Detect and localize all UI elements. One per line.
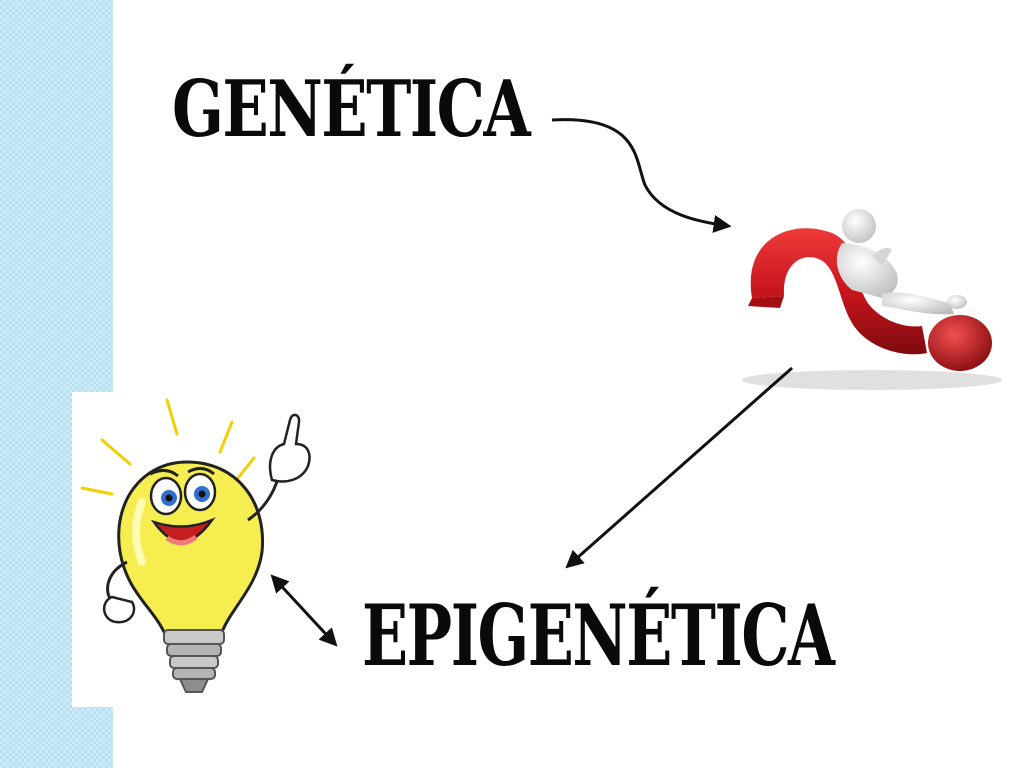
decorative-side-band <box>0 0 113 768</box>
arrow-bulb-epigenetica-double <box>270 574 338 647</box>
arrow-question-to-epigenetica <box>565 366 793 569</box>
arrow-genetica-to-question <box>551 118 732 233</box>
person-resting-on-question-mark-icon <box>742 209 1002 390</box>
genetica-heading: GENÉTICA <box>172 64 531 155</box>
lightbulb-idea-icon <box>80 398 311 693</box>
epigenetica-heading: EPIGENÉTICA <box>362 586 835 685</box>
